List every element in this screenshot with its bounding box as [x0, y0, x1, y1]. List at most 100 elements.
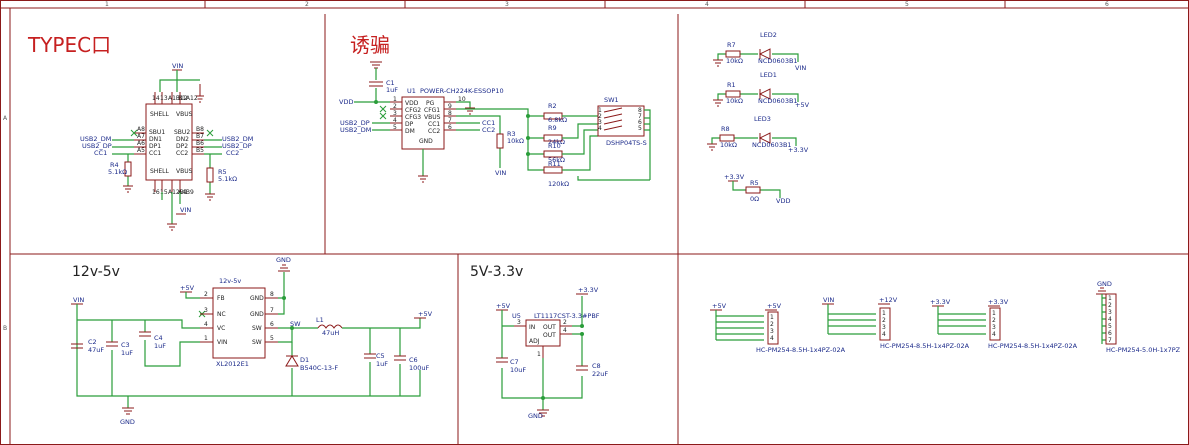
h3-net: +3.3V — [930, 298, 951, 306]
c2-ref: C2 — [88, 338, 97, 346]
h4-net: GND — [1097, 280, 1112, 288]
h1-pin-1: 1 — [770, 314, 774, 321]
buck-gnd: GND — [120, 418, 135, 426]
ruler-row-b: B — [3, 325, 7, 332]
typec-pin-dp1: DP1 — [149, 143, 161, 150]
u1-pin-cc2: CC2 — [428, 128, 440, 135]
h1-net2: +5V — [767, 302, 782, 310]
trigger-circuit: C1 1uF VDD U1 POWER-CH224K-ESSOP10 1 2 3… — [339, 61, 651, 188]
h1-part: HC-PM254-8.5H-1x4PZ-02A — [756, 346, 846, 354]
u1-pin-cfg2: CFG2 — [405, 107, 421, 114]
led2-net: VIN — [795, 64, 806, 72]
buck-ic-pin-2: 2 — [204, 291, 208, 298]
typec-r4-ref: R4 — [110, 161, 119, 169]
u1-pin-dp: DP — [405, 121, 414, 128]
typec-pin-cc1: CC1 — [149, 150, 161, 157]
u1-pin-2: 2 — [393, 103, 397, 110]
u1-ref: U1 — [407, 87, 416, 95]
typec-pin-sbu1: SBU1 — [149, 129, 165, 136]
header-gnd-7p: GND 1 2 3 4 5 6 7 HC-PM254-5.0H-1x7PZ — [1096, 280, 1181, 354]
u1-pin-3: 3 — [393, 110, 397, 117]
buck-out-5v: +5V — [418, 310, 433, 318]
header-3v3: +3.3V +3.3V 1 2 3 4 HC-PM254-8.5H-1x4PZ-… — [930, 298, 1078, 350]
u1-pin-cfg3: CFG3 — [405, 114, 421, 121]
vdd-tag: VDD — [776, 197, 790, 205]
r7-value: 10kΩ — [726, 57, 743, 65]
typec-bot-pin-4: A4B9 — [178, 189, 194, 196]
h2-net2: +12V — [879, 296, 898, 304]
led1-net: +5V — [795, 101, 810, 109]
typec-bot-pin-1: 16 — [152, 189, 160, 196]
buck-ic-pin-6: 6 — [270, 321, 274, 328]
ldo-out: +3.3V — [578, 286, 599, 294]
led3-branch: R8 10kΩ LED3 NCD0603B1 +3.3V — [707, 115, 809, 154]
h2-part: HC-PM254-8.5H-1x4PZ-02A — [880, 342, 970, 350]
c6-ref: C6 — [409, 356, 418, 364]
sw1-pin-6: 6 — [638, 119, 642, 126]
h1-pin-2: 2 — [770, 321, 774, 328]
typec-top-name-4: VBUS — [176, 111, 193, 118]
typec-r5-value: 5.1kΩ — [218, 175, 237, 183]
u5-pin-out2: OUT — [543, 332, 556, 339]
typec-pin-b7: B7 — [196, 133, 204, 140]
sw1-pin-5: 5 — [638, 125, 642, 132]
u5-pin-3: 3 — [517, 319, 521, 326]
h1-pin-3: 3 — [770, 328, 774, 335]
ruler-row-a: A — [3, 115, 8, 122]
sw1-pin-4: 4 — [598, 125, 602, 132]
buck-ic-pin-nc: NC — [217, 311, 226, 318]
h1-net: +5V — [712, 302, 727, 310]
buck-gnd-top: GND — [276, 256, 291, 264]
c4-ref: C4 — [154, 334, 163, 342]
sw1-pin-2: 2 — [598, 113, 602, 120]
buck-ic-pin-4: 4 — [204, 321, 208, 328]
h3-net2: +3.3V — [988, 298, 1009, 306]
divider-resistors: R2 6.8kΩ R9 24kΩ R10 56kΩ R11 120kΩ — [543, 102, 569, 188]
led1-ref: LED1 — [760, 71, 777, 79]
led-indicators: R7 10kΩ LED2 NCD0603B1 VIN R1 10kΩ LED1 … — [707, 31, 810, 205]
typec-r5-ref: R5 — [218, 168, 227, 176]
ldo-gnd: GND — [528, 412, 543, 420]
d1-diode — [285, 355, 299, 367]
sw1-body — [597, 105, 645, 137]
typec-body — [145, 103, 193, 181]
ruler-col-4: 4 — [705, 1, 709, 8]
d1-value: B540C-13-F — [300, 364, 338, 372]
trigger-vin: VIN — [495, 169, 506, 177]
u1-pin-10: 10 — [458, 96, 466, 103]
typec-net-usb2-dm-right: USB2_DM — [222, 135, 253, 143]
h3-part: HC-PM254-8.5H-1x4PZ-02A — [988, 342, 1078, 350]
r2-value: 6.8kΩ — [548, 116, 567, 124]
c3-value: 1uF — [121, 349, 133, 357]
h2-pin-1: 1 — [882, 310, 886, 317]
h3-pin-1: 1 — [992, 310, 996, 317]
r5b-value: 0Ω — [750, 195, 759, 203]
led1-branch: R1 10kΩ LED1 NCD0603B1 +5V — [713, 71, 810, 109]
r3-value: 10kΩ — [507, 137, 524, 145]
typec-pin-b8: B8 — [196, 126, 204, 133]
typec-bot-name-4: VBUS — [176, 168, 193, 175]
u5-pin-2: 2 — [563, 319, 567, 326]
typec-net-cc1-left: CC1 — [94, 149, 107, 157]
u1-pin-5: 5 — [393, 124, 397, 131]
header-5v: +5V +5V 1 2 3 4 HC-PM254-8.5H-1x4PZ-02A — [710, 302, 846, 354]
typec-pin-dn2: DN2 — [176, 136, 189, 143]
section-title-buck: 12v-5v — [72, 264, 120, 280]
h4-pin-2: 2 — [1108, 302, 1112, 309]
u1-pin-gnd: GND — [419, 138, 433, 145]
u5-pin-4: 4 — [563, 327, 567, 334]
led2-branch: R7 10kΩ LED2 NCD0603B1 VIN — [713, 31, 806, 72]
r11-ref: R11 — [548, 160, 561, 168]
typec-bot-pin-2: 15 — [160, 189, 168, 196]
typec-top-name-1: SHELL — [150, 111, 169, 118]
trigger-net-cc2: CC2 — [482, 126, 495, 134]
r3 — [496, 133, 504, 149]
typec-bot-name-1: SHELL — [150, 168, 169, 175]
buck-ic-pin-sw1: SW — [252, 325, 262, 332]
c7-value: 10uF — [510, 366, 526, 374]
u1-pin-6: 6 — [448, 124, 452, 131]
u1-pin-4: 4 — [393, 117, 397, 124]
ldo-in: +5V — [496, 302, 511, 310]
